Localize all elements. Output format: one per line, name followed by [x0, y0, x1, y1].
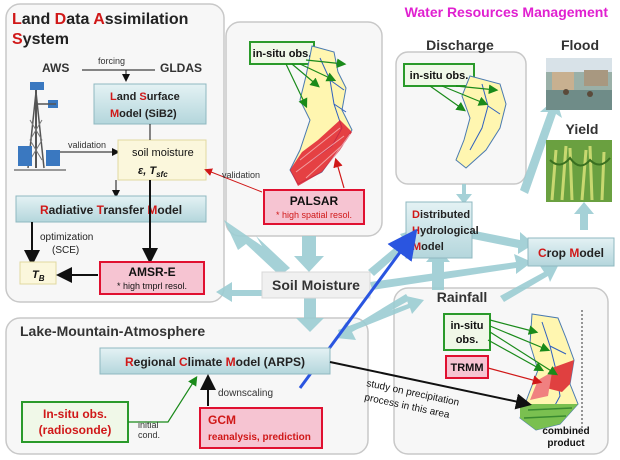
rcm-label: Regional Climate Model (ARPS) [125, 355, 305, 369]
discharge-basin-map [455, 75, 507, 169]
lsm-label-line1: Land Surface [110, 91, 180, 103]
aws-validation-label: validation [68, 140, 106, 150]
rcm-to-rainfall-arrow [329, 361, 532, 410]
discharge-obs-arrows [429, 84, 499, 112]
optimization-line2: (SCE) [52, 245, 79, 256]
radiosonde-to-rcm-arrow [128, 375, 198, 423]
arrow-crop-to-yield [574, 202, 594, 230]
optimization-line1: optimization [40, 232, 93, 243]
discharge-title: Discharge [426, 37, 494, 53]
gcm-box [199, 407, 323, 449]
palsar-label: PALSAR [290, 194, 339, 208]
downscaling-label: downscaling [218, 388, 273, 399]
soil-moisture-center-box [261, 271, 371, 299]
discharge-rivers [469, 83, 501, 151]
radiosonde-line2: (radiosonde) [39, 423, 112, 437]
gcm-line1: GCM [208, 413, 236, 427]
palsar-obs-arrows [285, 58, 347, 109]
palsar-basin-map [289, 45, 353, 186]
arrow-dhm-to-crop [468, 230, 534, 254]
arrow-to-flood [520, 98, 562, 194]
radiosonde-line1: In-situ obs. [43, 407, 107, 421]
palsar-validation-label: validation [222, 170, 260, 180]
yield-photo [546, 140, 612, 202]
amsre-label: AMSR-E [128, 265, 175, 279]
palsar-box [263, 189, 365, 225]
amsre-note: * high tmprl resol. [117, 281, 187, 291]
arrow-lda-to-soil [224, 220, 300, 284]
forcing-label: forcing [98, 56, 125, 66]
palsar-to-map-arrow [333, 157, 345, 189]
yield-title: Yield [566, 121, 599, 137]
rtm-box [15, 195, 207, 223]
trmm-label: TRMM [451, 362, 484, 374]
arrow-rainfall-to-crop [500, 266, 558, 302]
crop-model-label: Crop Model [538, 246, 604, 260]
dhm-label-line3: Model [412, 241, 444, 253]
rcm-box [99, 347, 331, 375]
flood-title: Flood [561, 37, 599, 53]
trmm-box [445, 355, 489, 379]
dhm-label-line1: Distributed [412, 209, 470, 221]
rainfall-insitu-line2: obs. [456, 334, 479, 346]
soil-moisture-box [117, 139, 207, 181]
trmm-to-map-arrow [487, 367, 543, 385]
palsar-note: * high spatial resol. [276, 210, 352, 220]
lma-title: Lake-Mountain-Atmosphere [20, 323, 205, 339]
discharge-insitu-box [403, 63, 475, 87]
dhm-label-line2: Hydrological [412, 225, 479, 237]
palsar-validation-arrow [204, 168, 263, 193]
initial-cond-line2: cond. [138, 430, 160, 440]
gcm-line2: reanalysis, prediction [208, 432, 311, 443]
radiosonde-box [21, 401, 129, 443]
arrow-soil-to-lma [296, 296, 324, 332]
arrow-soil-to-crop [370, 254, 532, 290]
soil-moisture-center-label: Soil Moisture [272, 277, 360, 293]
flood-photo [546, 58, 612, 110]
rainfall-obs-arrows [487, 319, 559, 376]
initial-cond-line1: initial [138, 420, 159, 430]
eps-tsfc-label: ε, Tsfc [138, 165, 168, 179]
rainfall-insitu-line1: in-situ [451, 320, 484, 332]
gldas-label: GLDAS [160, 61, 202, 75]
amsre-box [99, 261, 205, 295]
tb-label: TB [32, 269, 45, 283]
aws-tower-icon [14, 82, 66, 171]
arrow-discharge-to-dhm [456, 184, 472, 204]
arrow-palsar-to-soil [294, 236, 324, 272]
soil-moisture-label: soil moisture [132, 147, 194, 159]
lsm-box [93, 83, 207, 125]
lsm-label-line2: Model (SiB2) [110, 108, 177, 120]
aws-label: AWS [42, 61, 69, 75]
rtm-label: Radiative Transfer Model [40, 203, 182, 217]
lda-title-line1: Land Data Assimilation [12, 11, 188, 28]
combined-product-line2: product [547, 438, 585, 449]
crop-model-box [527, 237, 615, 267]
discharge-insitu-label: in-situ obs. [410, 70, 469, 82]
palsar-insitu-label: in-situ obs. [253, 48, 312, 60]
arrow-soil-to-lda [216, 282, 264, 302]
page-title: Water Resources Management [405, 4, 609, 20]
rainfall-title: Rainfall [437, 289, 488, 305]
lda-title-line2: System [12, 31, 69, 48]
combined-product-line1: combined [542, 426, 589, 437]
arrow-lma-to-rainfall [338, 296, 424, 336]
